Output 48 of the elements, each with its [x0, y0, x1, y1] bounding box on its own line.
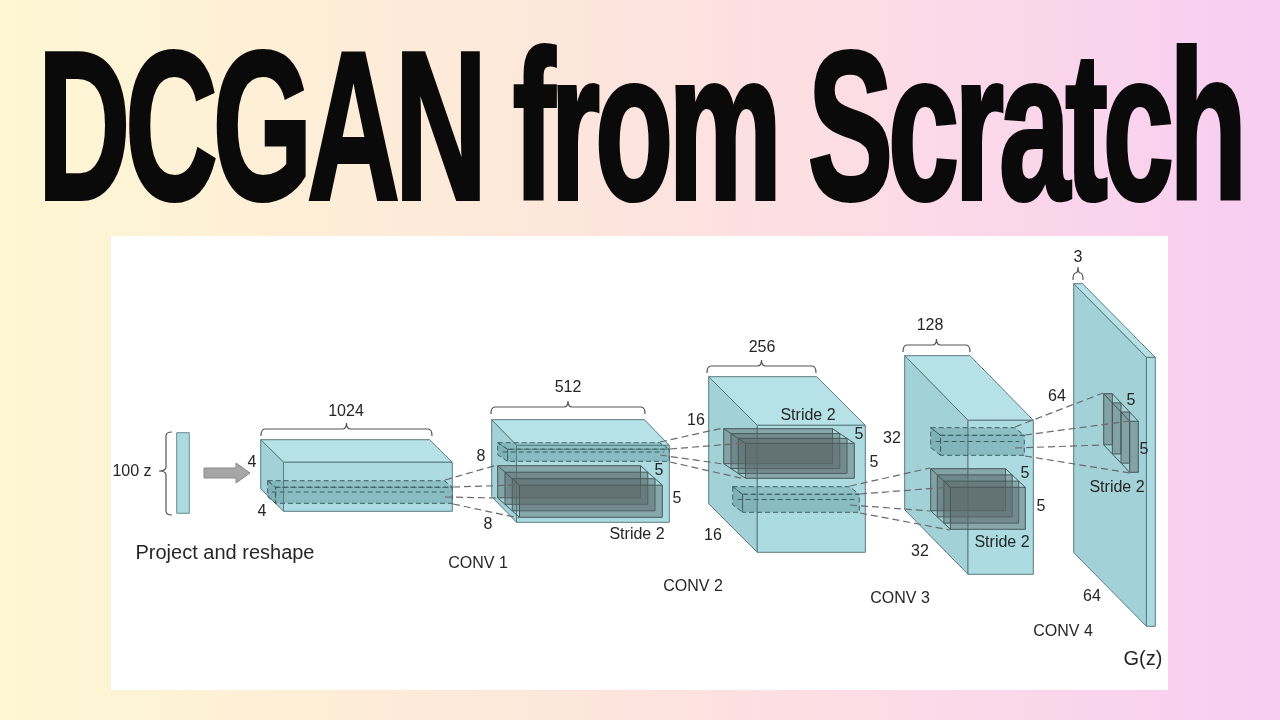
dimension-label: 5	[1126, 392, 1136, 408]
dimension-label: 100 z	[112, 463, 152, 479]
projection-line	[1014, 392, 1104, 428]
stride-label: Stride 2	[1089, 479, 1145, 495]
title: DCGAN from Scratch	[37, 20, 1243, 232]
dimension-label: 32	[883, 430, 901, 446]
projection-line	[669, 442, 746, 450]
projection-line	[452, 503, 520, 519]
projection-line	[859, 512, 951, 531]
dimension-label: 1024	[328, 403, 364, 419]
dimension-label: 512	[554, 379, 582, 395]
projection-line	[849, 504, 931, 512]
dimension-label: 5	[854, 426, 864, 442]
projection-line	[659, 454, 724, 465]
layer-label: CONV 4	[1033, 623, 1093, 639]
dimension-label: 128	[916, 317, 944, 333]
dimension-label: 8	[483, 516, 493, 532]
layer-label: CONV 1	[448, 555, 508, 571]
output-label: G(z)	[1123, 648, 1163, 668]
projection-line	[1024, 420, 1131, 436]
projection-line	[659, 427, 724, 443]
dimension-label: 8	[476, 448, 486, 464]
projection-line	[859, 486, 951, 495]
layer-label: CONV 3	[870, 590, 930, 606]
dimension-label: 5	[654, 462, 664, 478]
dimension-label: 5	[1020, 465, 1030, 481]
dimension-label: 4	[247, 454, 257, 470]
dimension-label: 64	[1048, 388, 1066, 404]
dimension-label: 5	[672, 490, 682, 506]
projection-line	[444, 496, 498, 499]
dimension-label: 256	[748, 339, 776, 355]
dimension-label: 5	[1036, 498, 1046, 514]
layer-label: CONV 2	[663, 578, 723, 594]
projection-line	[849, 467, 931, 487]
stride-label: Stride 2	[974, 534, 1030, 550]
arrow	[203, 462, 251, 484]
caption-text: Project and reshape	[135, 542, 315, 562]
stride-label: Stride 2	[780, 407, 836, 423]
dimension-label: 5	[869, 454, 879, 470]
dimension-label: 16	[687, 412, 705, 428]
stride-label: Stride 2	[609, 526, 665, 542]
dimension-label: 5	[1139, 441, 1149, 457]
dimension-label: 64	[1083, 588, 1101, 604]
dimension-label: 4	[257, 503, 267, 519]
dimension-label: 16	[704, 527, 722, 543]
projection-line	[1024, 455, 1131, 474]
dimension-label: 3	[1073, 249, 1083, 265]
dimension-label: 32	[911, 543, 929, 559]
